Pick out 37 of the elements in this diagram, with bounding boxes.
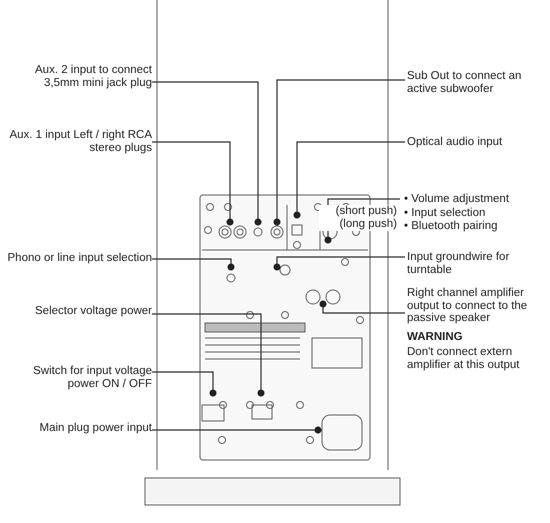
callout-text: • Bluetooth pairing [404,220,499,232]
callout-text: Main plug power input [38,422,152,434]
callout-dot [254,218,262,226]
callout-text: Aux. 2 input to connect 3,5mm mini jack plug [34,64,152,89]
callout-dot [324,236,332,244]
callout-dot [226,218,234,226]
callout-text: • Volume adjustment [404,193,510,206]
leader-line [152,258,232,264]
callout-dot [258,390,264,396]
callout-text: • Input selection [404,206,486,219]
callout-text: Aux. 1 input Left / right RCA stereo plugs [8,129,152,154]
callout-text: Switch for input voltage power ON / OFF [32,365,152,390]
callout-text: Optical audio input [407,136,504,148]
leader-line [152,141,231,218]
leader-line [152,429,314,431]
callout-text: Sub Out to connect an active subwoofer [407,70,522,95]
callout-dot [210,390,216,396]
callout-dot [320,300,326,308]
callout-dot [228,264,234,270]
callout-dot [274,264,280,270]
callout-note: (short push) [319,205,397,218]
leader-line [152,81,259,218]
leader-line [296,141,405,212]
leader-line [276,79,405,218]
callout-dot [274,218,280,226]
warning-heading: WARNING [407,331,464,344]
callout-text: Phono or line input selection [6,252,152,264]
callout-text: Input groundwire for turntable [407,251,510,276]
leader-line [276,256,405,264]
leader-line [152,371,214,390]
callout-note: (long push) [319,218,397,230]
callout-dot [294,212,300,218]
warning-text: Don't connect extern amplifier at this output [407,346,521,371]
callout-text: Selector voltage power [34,305,152,318]
leader-line [322,308,405,314]
callout-dot [314,426,322,434]
callout-text: Right channel amplifier output to connect to the passive speaker [407,287,528,324]
